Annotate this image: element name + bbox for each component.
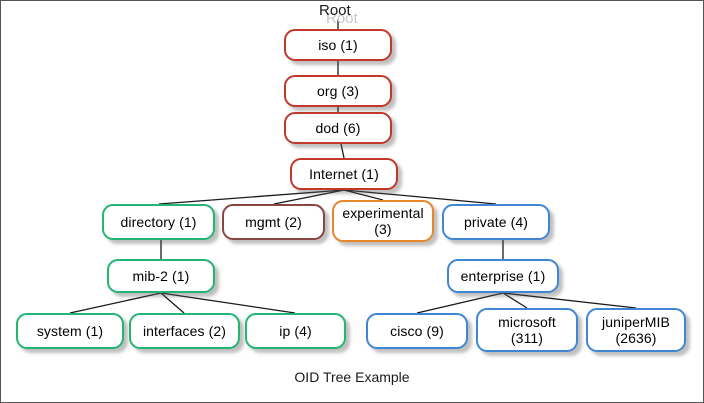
figure-caption: OID Tree Example <box>294 369 410 385</box>
node-ip[interactable]: ip (4) <box>245 313 346 349</box>
root-label: Root <box>319 2 351 19</box>
node-system[interactable]: system (1) <box>16 313 124 349</box>
edge-mib2-to-system <box>69 292 162 314</box>
edge-internet-to-mgmt <box>273 189 345 205</box>
node-microsoft[interactable]: microsoft (311) <box>476 308 578 352</box>
node-mib2[interactable]: mib-2 (1) <box>107 259 215 293</box>
node-private[interactable]: private (4) <box>442 204 550 240</box>
node-directory[interactable]: directory (1) <box>102 204 215 240</box>
node-internet[interactable]: Internet (1) <box>290 158 398 190</box>
edge-internet-to-directory <box>158 189 345 205</box>
node-interfaces[interactable]: interfaces (2) <box>129 313 240 349</box>
node-cisco[interactable]: cisco (9) <box>366 313 468 349</box>
edge-enterprise-to-microsoft <box>502 292 528 309</box>
node-juniperMIB[interactable]: juniperMIB (2636) <box>586 308 686 352</box>
edge-mib2-to-ip <box>160 292 296 314</box>
edge-mib2-to-interfaces <box>160 292 185 314</box>
node-org[interactable]: org (3) <box>284 75 392 107</box>
node-experimental[interactable]: experimental (3) <box>332 200 434 242</box>
node-mgmt[interactable]: mgmt (2) <box>222 204 325 240</box>
edge-internet-to-experimental <box>343 189 384 201</box>
edge-dod-to-internet <box>340 143 345 159</box>
root-label-shadow: Root <box>326 10 358 27</box>
node-dod[interactable]: dod (6) <box>284 112 392 144</box>
node-enterprise[interactable]: enterprise (1) <box>447 259 559 293</box>
edge-enterprise-to-juniperMIB <box>502 292 637 309</box>
node-iso[interactable]: iso (1) <box>284 29 392 61</box>
